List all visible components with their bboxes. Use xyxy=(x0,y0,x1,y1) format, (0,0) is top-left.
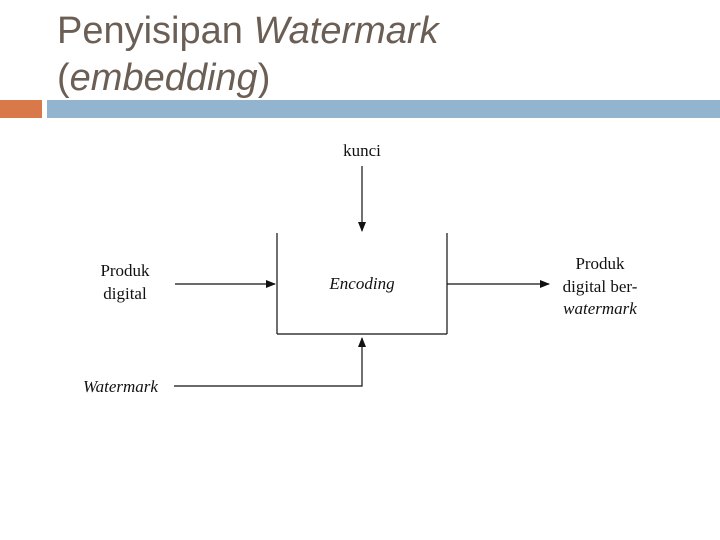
title-text-watermark: Watermark xyxy=(253,10,439,52)
output-label-line-2: digital ber- xyxy=(563,277,638,296)
input-label-line-2: digital xyxy=(103,284,147,303)
title-line-1: Penyisipan Watermark xyxy=(57,8,439,55)
output-label-line-3: watermark xyxy=(563,299,637,318)
watermark-label: Watermark xyxy=(83,377,158,396)
title-paren-close: ) xyxy=(257,57,271,99)
watermark-arrow xyxy=(174,337,366,387)
output-label-line-1: Produk xyxy=(575,254,625,273)
title-text-embedding: embedding xyxy=(69,57,258,99)
input-label-line-1: Produk xyxy=(100,261,150,280)
title-accent-bar-blue xyxy=(47,100,720,118)
title-paren-open: ( xyxy=(57,57,70,99)
process-label-encoding: Encoding xyxy=(328,274,394,293)
slide-title: Penyisipan Watermark (embedding) xyxy=(57,8,439,102)
key-label: kunci xyxy=(343,141,381,160)
title-line-2: (embedding) xyxy=(57,55,439,102)
title-text-penyisipan: Penyisipan xyxy=(57,10,254,52)
title-accent-bar-orange xyxy=(0,100,42,118)
